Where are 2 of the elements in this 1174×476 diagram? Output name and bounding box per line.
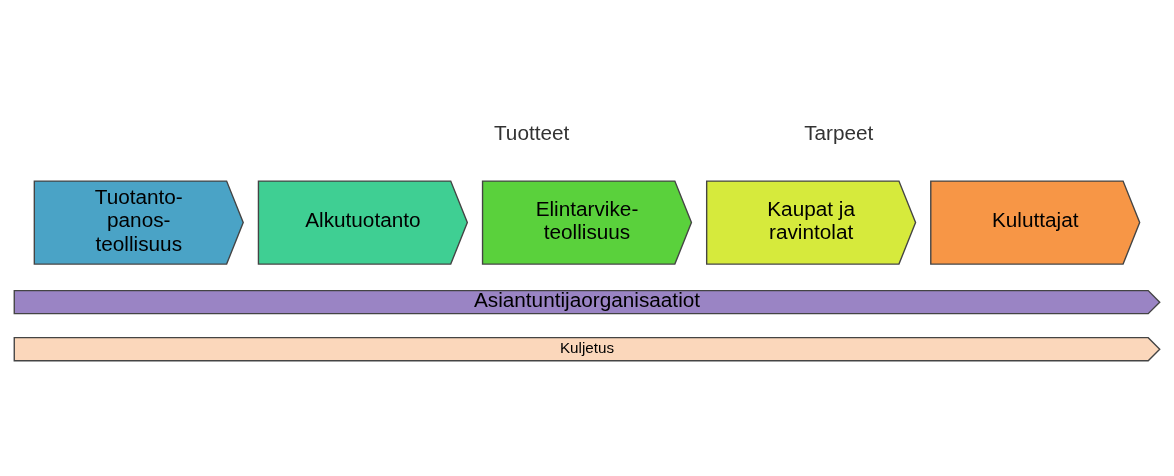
- label: Tarpeet: [804, 120, 874, 144]
- label: Tuotteet: [493, 120, 570, 144]
